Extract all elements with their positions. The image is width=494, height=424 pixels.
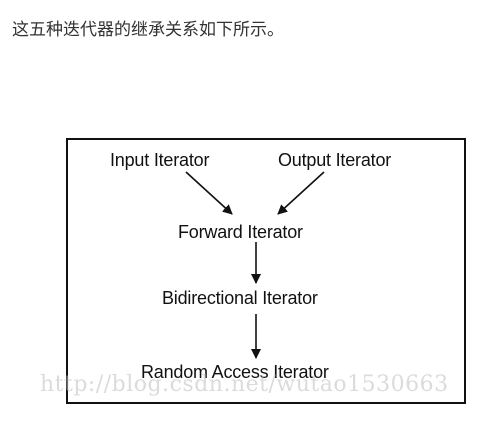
node-random-access-iterator: Random Access Iterator xyxy=(141,362,329,382)
watermark-url: http://blog.csdn.net/wutao1530663 xyxy=(40,372,449,397)
diagram-frame xyxy=(66,138,466,404)
intro-text: 这五种迭代器的继承关系如下所示。 xyxy=(12,20,284,40)
node-output-iterator: Output Iterator xyxy=(278,150,392,170)
diagram-arrows xyxy=(185,171,325,359)
node-bidirectional-iterator: Bidirectional Iterator xyxy=(162,288,318,308)
node-input-iterator: Input Iterator xyxy=(110,150,210,170)
arrow-output-to-forward xyxy=(277,171,325,215)
iterator-hierarchy-diagram: Input Iterator Output Iterator Forward I… xyxy=(66,138,466,404)
node-forward-iterator: Forward Iterator xyxy=(178,222,303,242)
arrow-input-to-forward xyxy=(185,171,233,215)
